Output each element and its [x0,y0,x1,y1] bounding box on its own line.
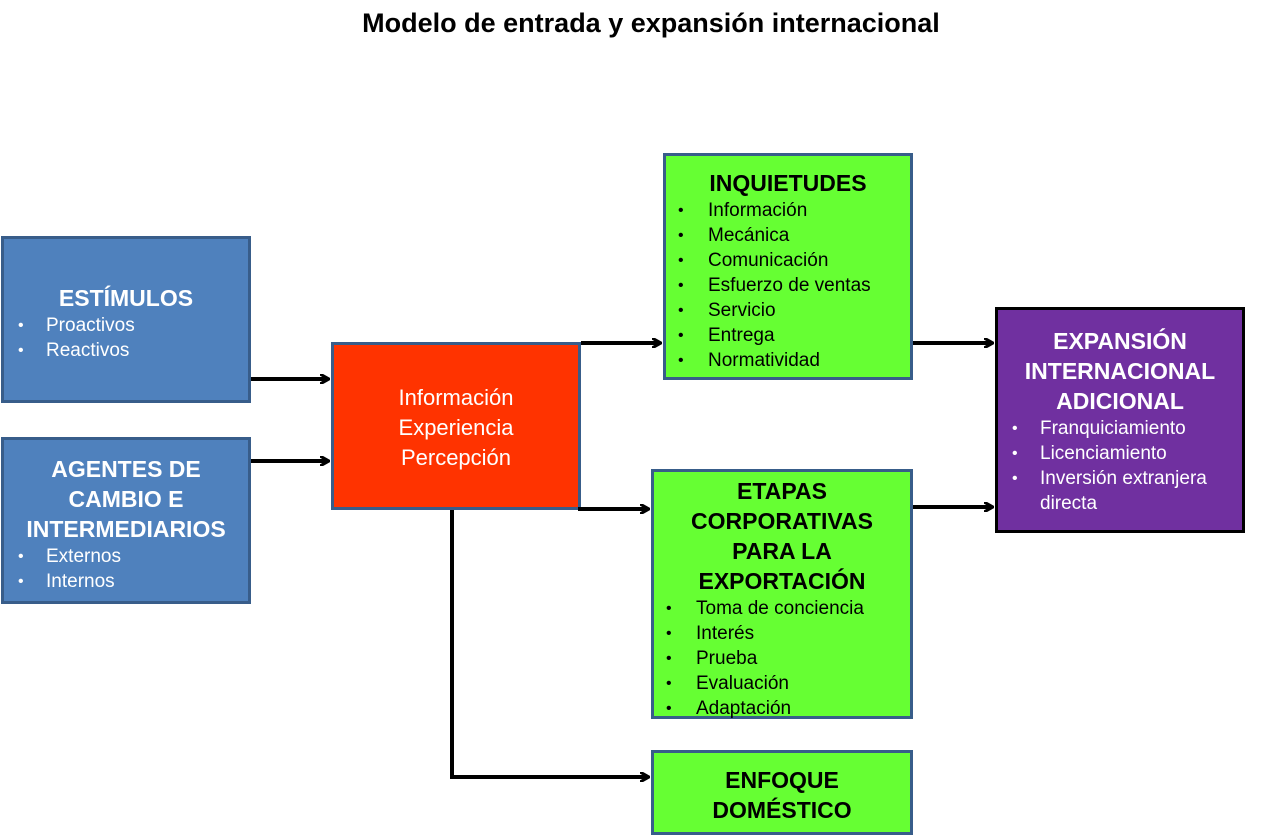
arrow-center-to-enfoque [450,510,648,777]
agentes-title: AGENTES DE CAMBIO E INTERMEDIARIOS [26,456,226,542]
expansion-box: EXPANSIÓN INTERNACIONAL ADICIONAL Franqu… [995,307,1245,533]
etapas-list: Toma de conciencia Interés Prueba Evalua… [654,596,910,721]
list-item: Reactivos [4,338,248,363]
etapas-box: ETAPAS CORPORATIVAS PARA LA EXPORTACIÓN … [651,469,913,721]
enfoque-title: ENFOQUE DOMÉSTICO [712,767,852,823]
enfoque-box: ENFOQUE DOMÉSTICO [651,750,913,835]
agentes-box: AGENTES DE CAMBIO E INTERMEDIARIOS Exter… [1,437,251,604]
estimulos-box: ESTÍMULOS Proactivos Reactivos [1,236,251,403]
list-item: Licenciamiento [998,441,1242,466]
list-item: Toma de conciencia [654,596,910,621]
list-item: Esfuerzo de ventas [666,273,910,298]
list-item: Evaluación [654,671,910,696]
agentes-list: Externos Internos [4,544,248,594]
estimulos-title: ESTÍMULOS [58,285,194,311]
list-item: Entrega [666,323,910,348]
center-line: Información [398,385,514,410]
list-item: Prueba [654,646,910,671]
list-item: Comunicación [666,248,910,273]
informacion-box: Información Experiencia Percepción [331,342,581,510]
center-line: Percepción [400,445,512,470]
center-line: Experiencia [398,415,514,440]
list-item: Franquiciamiento [998,416,1242,441]
list-item: Internos [4,569,248,594]
list-item: Proactivos [4,313,248,338]
expansion-list: Franquiciamiento Licenciamiento Inversió… [998,416,1242,516]
list-item: Inversión extranjera directa [998,466,1242,516]
list-item: Mecánica [666,223,910,248]
inquietudes-box: INQUIETUDES Información Mecánica Comunic… [663,153,913,380]
expansion-title: EXPANSIÓN INTERNACIONAL ADICIONAL [1024,328,1216,414]
list-item: Servicio [666,298,910,323]
inquietudes-title: INQUIETUDES [709,170,867,196]
list-item: Normatividad [666,348,910,373]
list-item: Interés [654,621,910,646]
inquietudes-list: Información Mecánica Comunicación Esfuer… [666,198,910,373]
list-item: Externos [4,544,248,569]
etapas-title: ETAPAS CORPORATIVAS PARA LA EXPORTACIÓN [691,478,873,594]
estimulos-list: Proactivos Reactivos [4,313,248,363]
diagram-title: Modelo de entrada y expansión internacio… [362,8,940,38]
list-item: Adaptación [654,696,910,721]
list-item: Información [666,198,910,223]
